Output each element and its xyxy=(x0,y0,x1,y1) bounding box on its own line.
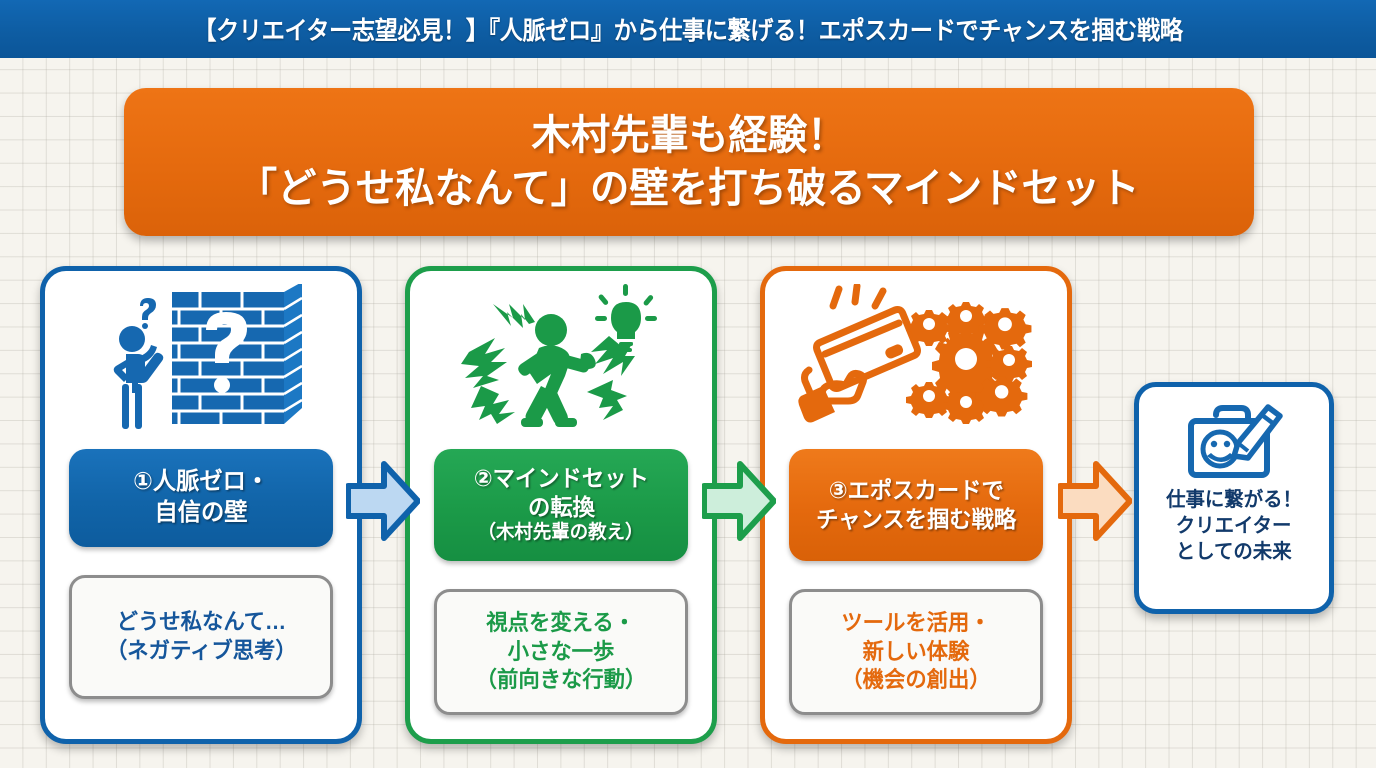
step-1-label-line1: ①人脈ゼロ・ xyxy=(132,468,270,496)
step-card-3[interactable]: ③エポスカードで チャンスを掴む戦略 ツールを活用・ 新しい体験 （機会の創出） xyxy=(760,266,1072,744)
step-2-label-pill: ②マインドセット の転換 （木村先輩の教え） xyxy=(434,449,688,561)
step-1-label-line2: 自信の壁 xyxy=(154,499,248,526)
hero-banner: 木村先輩も経験！ 「どうせ私なんて」の壁を打ち破るマインドセット xyxy=(124,88,1254,236)
person-questioning-brick-wall-icon xyxy=(113,284,303,429)
step-2-note-line3: （前向きな行動） xyxy=(475,667,647,693)
arrow-step1-to-step2 xyxy=(345,456,421,551)
outcome-line2: クリエイター xyxy=(1176,515,1292,537)
step-1-icon-area xyxy=(45,279,357,439)
step-card-2[interactable]: ②マインドセット の転換 （木村先輩の教え） 視点を変える・ 小さな一歩 （前向… xyxy=(405,266,717,744)
arrow-step3-to-outcome xyxy=(1057,456,1133,551)
step-card-1[interactable]: ①人脈ゼロ・ 自信の壁 どうせ私なんて… （ネガティブ思考） xyxy=(40,266,362,744)
step-2-note-line2: 小さな一歩 xyxy=(507,638,615,664)
hero-title-line1: 木村先輩も経験！ xyxy=(531,111,847,158)
outcome-line3: としての未来 xyxy=(1176,541,1292,563)
person-breaking-through-wall-lightbulb-icon xyxy=(460,283,657,427)
briefcase-smiley-pencil-icon xyxy=(1188,404,1283,478)
header-bar: 【クリエイター志望必見！】『人脈ゼロ』から仕事に繋げる！エポスカードでチャンスを… xyxy=(0,0,1376,58)
step-2-label-line1: ②マインドセット xyxy=(473,465,649,492)
step-1-note-box: どうせ私なんて… （ネガティブ思考） xyxy=(69,575,333,699)
step-2-label-line2: の転換 xyxy=(527,493,595,520)
step-1-note-line2: （ネガティブ思考） xyxy=(105,638,297,663)
step-3-label-line1: ③エポスカードで xyxy=(828,477,1004,504)
step-1-note-line1: どうせ私なんて… xyxy=(116,609,286,635)
step-2-note-line1: 視点を変える・ xyxy=(486,610,636,636)
step-3-label-line2: チャンスを掴む戦略 xyxy=(815,506,1017,532)
step-2-label-line3: （木村先輩の教え） xyxy=(478,522,644,544)
step-2-note-box: 視点を変える・ 小さな一歩 （前向きな行動） xyxy=(434,589,688,715)
hero-title-line2: 「どうせ私なんて」の壁を打ち破るマインドセット xyxy=(238,165,1140,211)
step-2-icon-area xyxy=(410,279,712,439)
step-3-icon-area xyxy=(765,279,1067,439)
hand-holding-credit-card-gear-network-icon xyxy=(798,284,1032,424)
step-3-note-line1: ツールを活用・ xyxy=(841,610,991,636)
arrow-step2-to-step3 xyxy=(701,456,777,551)
outcome-line1: 仕事に繋がる！ xyxy=(1166,489,1302,511)
step-3-note-line2: 新しい体験 xyxy=(862,638,970,664)
step-3-note-box: ツールを活用・ 新しい体験 （機会の創出） xyxy=(789,589,1043,715)
step-3-label-pill: ③エポスカードで チャンスを掴む戦略 xyxy=(789,449,1043,561)
header-title: 【クリエイター志望必見！】『人脈ゼロ』から仕事に繋げる！エポスカードでチャンスを… xyxy=(193,17,1183,45)
step-1-label-pill: ①人脈ゼロ・ 自信の壁 xyxy=(69,449,333,547)
step-3-note-line3: （機会の創出） xyxy=(841,667,991,693)
outcome-card[interactable]: 仕事に繋がる！ クリエイター としての未来 xyxy=(1134,382,1334,614)
